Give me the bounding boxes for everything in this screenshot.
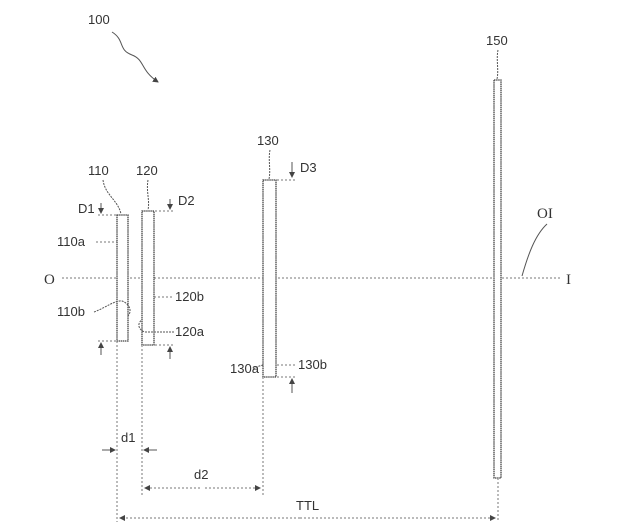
axis-leader — [521, 223, 548, 277]
axis-label: OI — [537, 206, 553, 222]
figure-leader-arrow — [111, 31, 159, 83]
d1-label: D1 — [78, 201, 95, 216]
surface-110b-leader — [93, 300, 131, 317]
figure-label: 100 — [88, 12, 110, 27]
image-plane-label: 150 — [486, 33, 508, 48]
d1-dim-label: d1 — [121, 430, 135, 445]
surface-110b-label: 110b — [57, 304, 85, 319]
lens-120 — [141, 210, 155, 346]
surface-120a-label: 120a — [175, 324, 205, 339]
lens-130-label: 130 — [257, 133, 279, 148]
lens-110-label: 110 — [88, 163, 109, 178]
image-plane-150 — [493, 79, 502, 479]
d3-label: D3 — [300, 160, 317, 175]
lens-110-leader — [102, 179, 122, 215]
lens-120-label: 120 — [136, 163, 158, 178]
surface-130a-label: 130a — [230, 361, 260, 376]
lens-120-leader — [146, 179, 150, 211]
d2-label: D2 — [178, 193, 195, 208]
surface-120a-leader — [138, 319, 174, 333]
surface-130a-leader — [252, 364, 264, 370]
image-plane-leader — [496, 49, 499, 80]
surface-120b-label: 120b — [175, 289, 204, 304]
lens-110 — [116, 214, 129, 342]
surface-130b-label: 130b — [298, 357, 327, 372]
surface-110a-label: 110a — [57, 234, 86, 249]
ttl-dim-label: TTL — [296, 498, 319, 513]
d2-dim-label: d2 — [194, 467, 208, 482]
object-side-label: O — [44, 272, 55, 288]
lens-130-leader — [268, 149, 271, 180]
lens-130 — [262, 179, 277, 378]
image-side-label: I — [566, 272, 571, 288]
